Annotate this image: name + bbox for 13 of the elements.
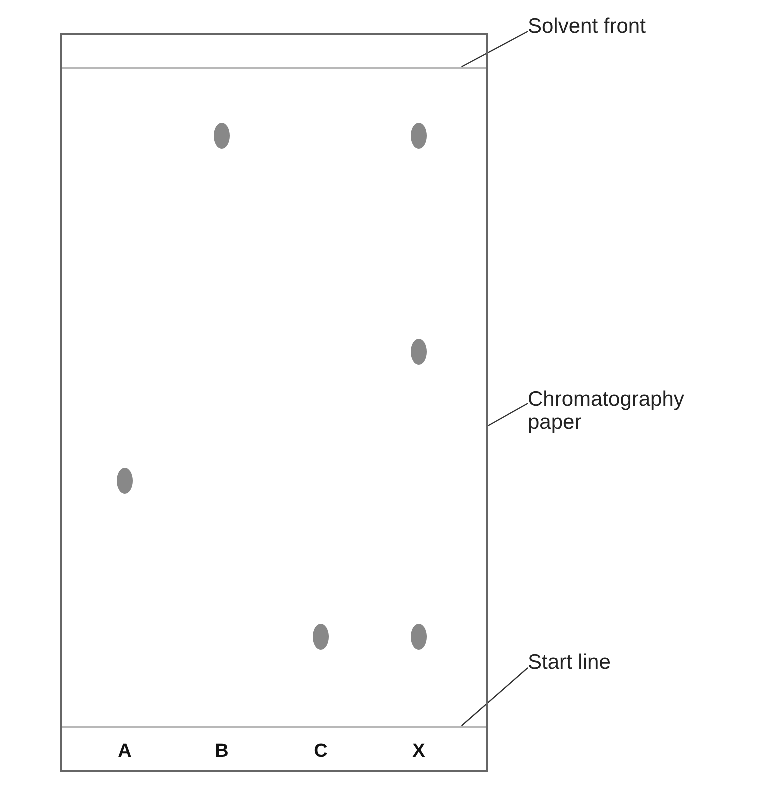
solvent-front-line	[62, 67, 486, 69]
chromatography-paper	[60, 33, 488, 772]
lane-label: A	[118, 741, 132, 762]
leader-line	[461, 668, 528, 726]
lane-label: B	[215, 741, 229, 762]
leader-line	[462, 31, 528, 68]
callout-text: Start line	[528, 651, 611, 674]
leader-line	[488, 403, 528, 427]
start-line	[62, 726, 486, 728]
callout-text: Chromatography paper	[528, 388, 728, 434]
lane-label: C	[314, 741, 328, 762]
callout-text: Solvent front	[528, 15, 646, 38]
lane-label: X	[412, 741, 426, 762]
